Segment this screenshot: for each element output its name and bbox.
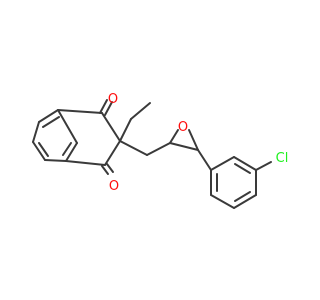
bond-inner — [234, 191, 251, 202]
atom-label-O1: O — [108, 92, 118, 107]
bond — [44, 159, 67, 162]
bond — [146, 142, 171, 156]
bond — [188, 129, 199, 151]
atom-labels: O O O Cl — [108, 92, 288, 194]
structure-diagram: O O O Cl — [32, 92, 288, 209]
bond-inner — [42, 116, 60, 128]
bond — [169, 129, 179, 144]
bond — [32, 141, 46, 161]
bonds — [32, 99, 272, 209]
bond — [210, 194, 235, 209]
bond — [233, 156, 257, 171]
bond-inner — [234, 163, 251, 174]
atom-label-O2: O — [109, 179, 119, 194]
bond — [38, 109, 59, 123]
bond — [65, 142, 78, 162]
bond — [255, 161, 272, 171]
atom-label-O3: O — [178, 120, 188, 135]
bond — [104, 140, 121, 166]
bond — [65, 160, 106, 166]
bond — [169, 142, 199, 151]
bond-inner — [62, 142, 72, 156]
bond — [99, 99, 108, 114]
bond — [104, 101, 113, 116]
bond — [106, 163, 114, 173]
bond — [101, 112, 121, 142]
bond — [119, 118, 132, 142]
bond — [130, 102, 151, 120]
bond — [233, 194, 257, 209]
bond — [32, 121, 40, 143]
bond — [57, 109, 78, 144]
bond — [210, 156, 235, 171]
atom-label-Cl: Cl — [276, 151, 289, 166]
bond-inner — [38, 142, 49, 157]
bond — [119, 140, 148, 156]
bond — [101, 165, 109, 175]
bond — [197, 149, 212, 171]
bond — [57, 109, 103, 114]
